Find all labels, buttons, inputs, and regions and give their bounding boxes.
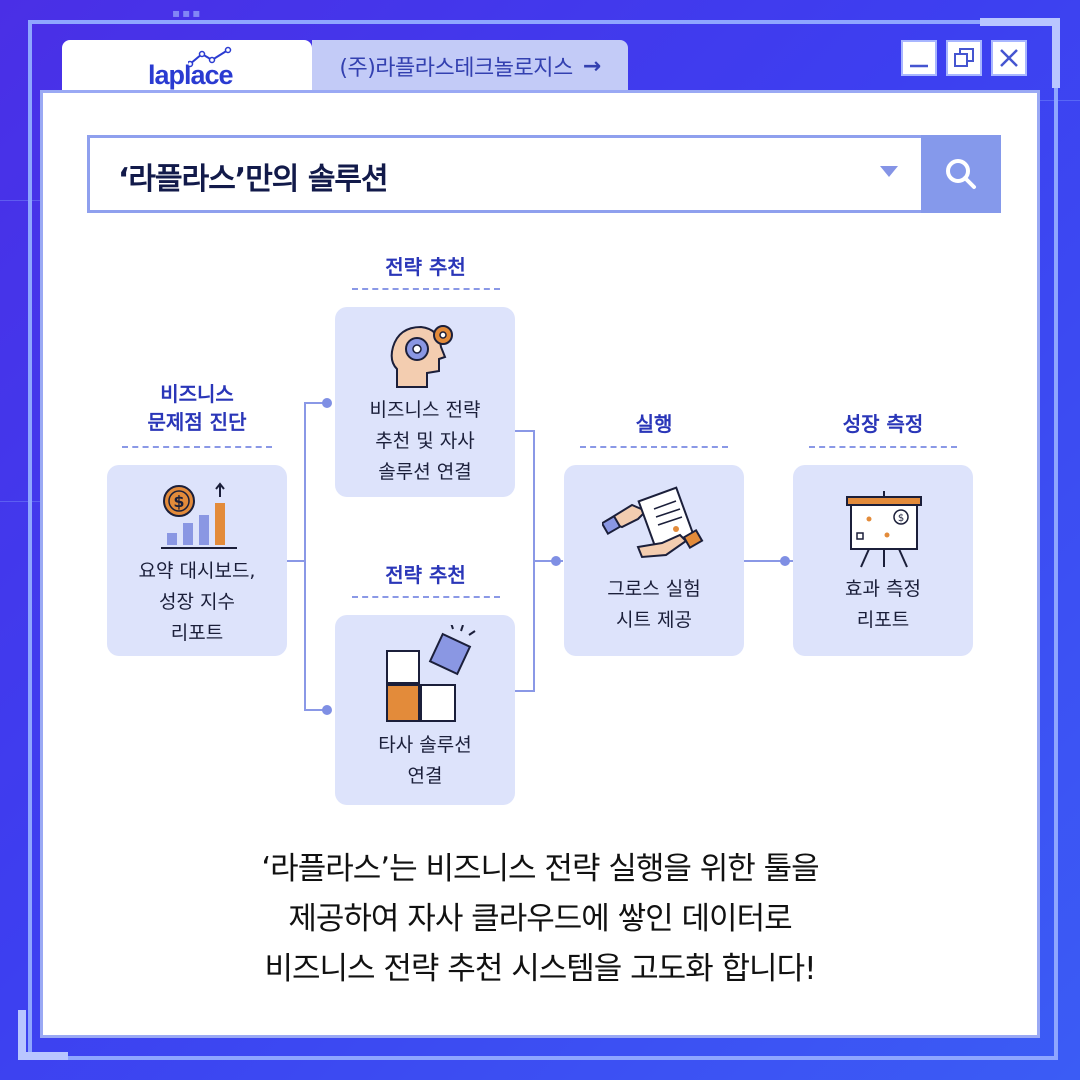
arrow-right-icon: → <box>582 53 601 79</box>
restore-button[interactable] <box>946 40 982 76</box>
restore-icon <box>954 48 974 67</box>
card-diagnosis-text: 요약 대시보드, 성장 지수 리포트 <box>138 560 256 644</box>
search-input[interactable]: ‘라플라스’만의 솔루션 <box>118 162 389 197</box>
bg-dots: ▪▪▪ <box>172 6 203 20</box>
minimize-icon <box>910 64 928 68</box>
card-strategy-recommend: 비즈니스 전략 추천 및 자사 솔루션 연결 <box>335 307 515 497</box>
connector-line <box>304 709 328 711</box>
dashed-divider <box>809 446 957 448</box>
outer-frame <box>28 20 1058 1060</box>
dashed-divider <box>352 596 500 598</box>
dashed-divider <box>122 446 272 448</box>
tab-company[interactable]: (주)라플라스테크놀로지스 → <box>312 40 628 92</box>
card-partner-solution: 타사 솔루션 연결 <box>335 615 515 805</box>
card-strategy-recommend-text: 비즈니스 전략 추천 및 자사 솔루션 연결 <box>369 399 481 483</box>
connector-line <box>515 430 535 432</box>
tab-company-label: (주)라플라스테크놀로지스 <box>339 56 573 81</box>
dashed-divider <box>352 288 500 290</box>
minimize-button[interactable] <box>901 40 937 76</box>
connector-line <box>304 402 306 710</box>
step-label-execution: 실행 <box>635 412 673 436</box>
search-bar[interactable]: ‘라플라스’만의 솔루션 <box>87 135 1001 213</box>
bg-decoration <box>1040 100 1080 601</box>
card-growth: $ 효과 측정 리포트 <box>793 465 973 656</box>
connector-line <box>515 690 535 692</box>
connector-dot <box>322 398 332 408</box>
logo-graph-icon <box>188 46 232 68</box>
step-label-strategy: 전략 추천 <box>385 255 466 279</box>
money-growth-chart-icon: $ <box>161 482 237 549</box>
connector-dot <box>322 705 332 715</box>
card-execution: 그로스 실험 시트 제공 <box>564 465 744 656</box>
step-label-growth: 성장 측정 <box>842 412 924 436</box>
svg-text:$: $ <box>898 513 904 524</box>
corner-accent <box>980 18 1060 88</box>
card-diagnosis: $ 요약 대시보드, 성장 지수 리포트 <box>107 465 287 656</box>
connector-dot <box>780 556 790 566</box>
brain-gear-icon <box>390 325 453 388</box>
close-button[interactable] <box>991 40 1027 76</box>
handover-document-icon <box>602 486 704 559</box>
chevron-down-icon[interactable] <box>880 166 898 177</box>
step-label-strategy: 전략 추천 <box>385 563 466 587</box>
description-line: 제공하여 자사 클라우드에 쌓인 데이터로 <box>288 901 792 937</box>
description-line: ‘라플라스’는 비즈니스 전략 실행을 위한 툴을 <box>261 851 819 887</box>
card-partner-solution-text: 타사 솔루션 연결 <box>378 734 472 787</box>
connector-dot <box>551 556 561 566</box>
card-growth-text: 효과 측정 리포트 <box>845 578 921 631</box>
card-execution-text: 그로스 실험 시트 제공 <box>607 578 701 631</box>
svg-text:$: $ <box>173 492 184 511</box>
connector-line <box>287 560 305 562</box>
connector-line <box>533 560 563 562</box>
close-icon <box>1000 49 1018 67</box>
presentation-board-icon: $ <box>846 491 922 568</box>
search-icon <box>946 159 976 189</box>
bg-decoration <box>0 200 40 502</box>
description-line: 비즈니스 전략 추천 시스템을 고도화 합니다! <box>264 951 816 987</box>
corner-accent <box>18 1010 68 1060</box>
step-label-diagnosis: 비즈니스 문제점 진단 <box>147 382 247 434</box>
dashed-divider <box>580 446 728 448</box>
connector-line <box>743 560 793 562</box>
search-button[interactable] <box>921 135 1001 213</box>
puzzle-pieces-icon <box>386 625 476 722</box>
connector-line <box>304 402 328 404</box>
